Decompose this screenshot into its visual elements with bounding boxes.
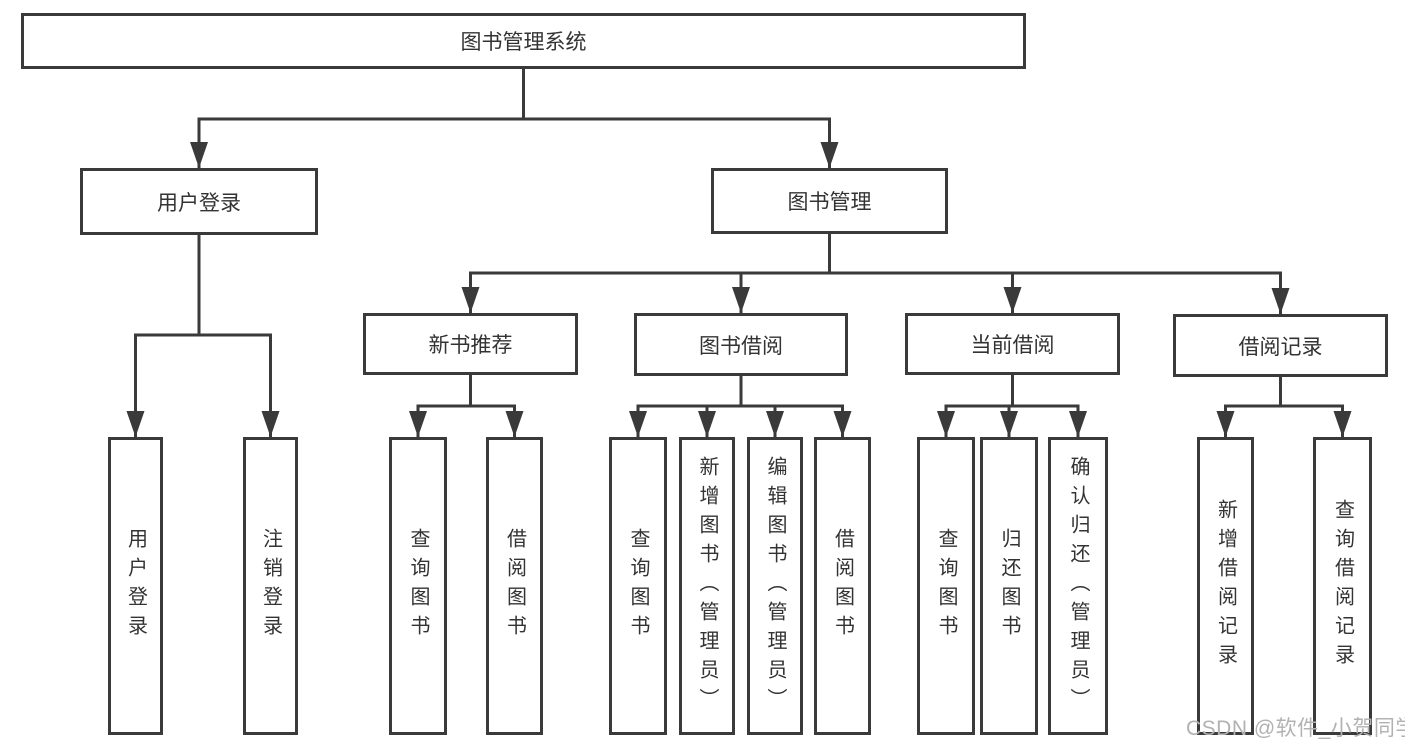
node-leaf-query-borrow-record: 查询借阅记录 bbox=[1313, 437, 1372, 735]
leaf-label: 确认归还（管理员） bbox=[1067, 455, 1089, 717]
node-book-borrow-label: 图书借阅 bbox=[699, 334, 783, 358]
node-leaf-borrow-books-2: 借阅图书 bbox=[814, 437, 871, 735]
leaf-label: 新增借阅记录 bbox=[1214, 499, 1237, 673]
leaf-label: 编辑图书（管理员） bbox=[764, 455, 786, 717]
node-borrow-records: 借阅记录 bbox=[1173, 314, 1388, 377]
node-root-label: 图书管理系统 bbox=[460, 31, 587, 54]
connector-line bbox=[134, 67, 1344, 408]
node-book-mgmt: 图书管理 bbox=[711, 168, 948, 234]
node-leaf-query-books-2: 查询图书 bbox=[609, 437, 667, 735]
node-user-login: 用户登录 bbox=[80, 168, 318, 235]
node-leaf-borrow-books-1: 借阅图书 bbox=[486, 437, 543, 735]
node-leaf-logout: 注销登录 bbox=[243, 437, 298, 735]
leaf-label: 借阅图书 bbox=[831, 528, 854, 644]
node-leaf-query-books-1: 查询图书 bbox=[389, 437, 447, 735]
leaf-label: 查询图书 bbox=[627, 528, 649, 644]
leaf-label: 查询图书 bbox=[935, 528, 957, 644]
leaf-label: 借阅图书 bbox=[503, 528, 526, 644]
node-leaf-user-login: 用户登录 bbox=[108, 437, 163, 735]
node-user-login-label: 用户登录 bbox=[157, 191, 241, 215]
node-borrow-records-label: 借阅记录 bbox=[1238, 335, 1323, 359]
node-leaf-add-borrow-record: 新增借阅记录 bbox=[1197, 437, 1254, 735]
leaf-label: 新增图书（管理员） bbox=[696, 455, 718, 717]
leaf-label: 查询借阅记录 bbox=[1331, 499, 1354, 673]
node-leaf-return-books: 归还图书 bbox=[980, 437, 1038, 735]
node-leaf-query-books-3: 查询图书 bbox=[917, 437, 975, 735]
leaf-label: 归还图书 bbox=[998, 528, 1020, 644]
node-new-books: 新书推荐 bbox=[363, 313, 578, 375]
node-leaf-confirm-return-admin: 确认归还（管理员） bbox=[1048, 437, 1108, 735]
node-root: 图书管理系统 bbox=[21, 13, 1026, 69]
csdn-watermark: CSDN @软件_小贺同学 bbox=[1186, 717, 1405, 740]
leaf-label: 用户登录 bbox=[124, 528, 147, 644]
node-current-borrow-label: 当前借阅 bbox=[970, 334, 1055, 357]
node-book-mgmt-label: 图书管理 bbox=[787, 191, 872, 214]
node-new-books-label: 新书推荐 bbox=[428, 334, 513, 357]
node-book-borrow: 图书借阅 bbox=[634, 313, 848, 376]
node-leaf-add-books-admin: 新增图书（管理员） bbox=[679, 437, 735, 735]
node-current-borrow: 当前借阅 bbox=[905, 313, 1120, 375]
leaf-label: 查询图书 bbox=[407, 528, 429, 644]
node-leaf-edit-books-admin: 编辑图书（管理员） bbox=[747, 437, 803, 735]
leaf-label: 注销登录 bbox=[259, 528, 282, 644]
